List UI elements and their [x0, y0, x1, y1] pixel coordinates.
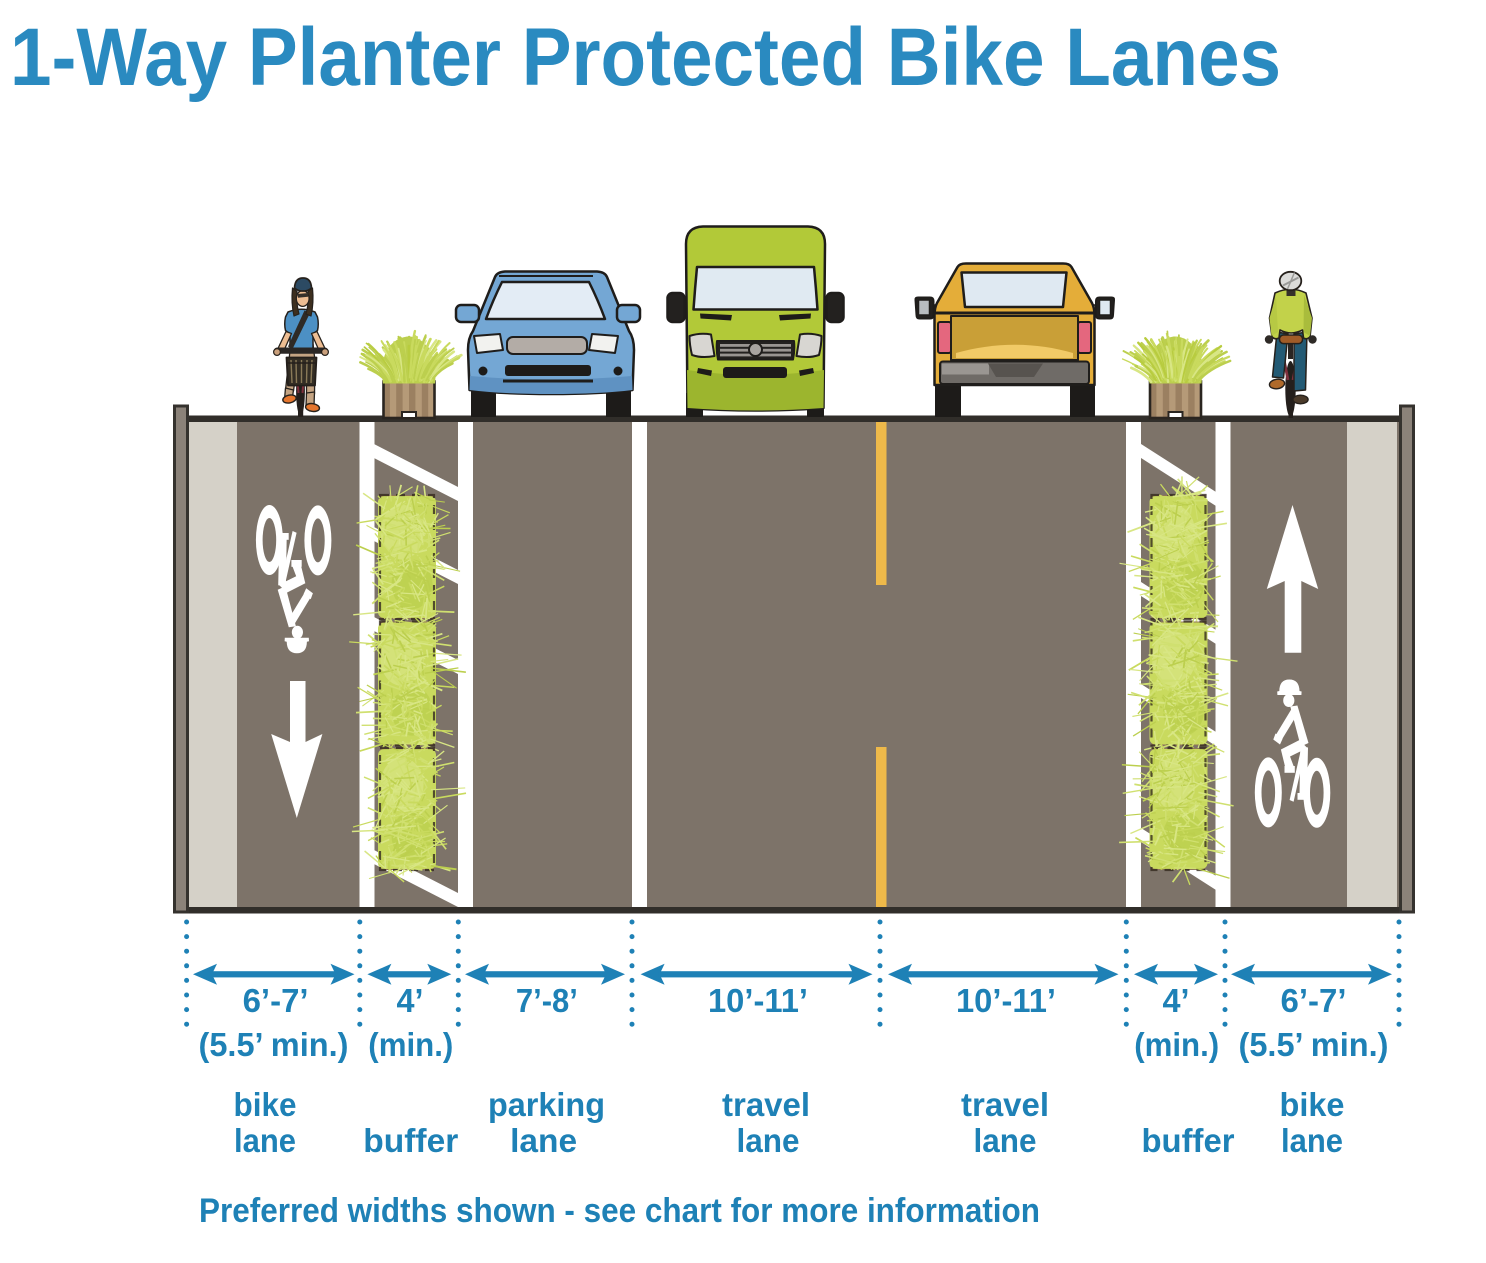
svg-text:(5.5’ min.): (5.5’ min.) [1239, 1026, 1389, 1063]
svg-text:buffer: buffer [363, 1122, 458, 1159]
svg-text:4’: 4’ [1163, 982, 1190, 1019]
svg-text:(5.5’ min.): (5.5’ min.) [199, 1026, 349, 1063]
svg-text:Preferred widths shown - see c: Preferred widths shown - see chart for m… [199, 1192, 1040, 1230]
svg-text:4’: 4’ [397, 982, 424, 1019]
svg-text:(min.): (min.) [1134, 1026, 1219, 1063]
svg-text:10’-11’: 10’-11’ [956, 982, 1056, 1019]
svg-text:7’-8’: 7’-8’ [516, 982, 578, 1019]
svg-text:lane: lane [974, 1122, 1037, 1159]
svg-text:lane: lane [234, 1122, 296, 1159]
svg-text:travel: travel [722, 1086, 810, 1123]
svg-text:parking: parking [488, 1086, 605, 1123]
svg-text:1-Way Planter Protected Bike L: 1-Way Planter Protected Bike Lanes [10, 12, 1281, 103]
svg-text:lane: lane [510, 1122, 577, 1159]
svg-text:(min.): (min.) [368, 1026, 453, 1063]
svg-text:6’-7’: 6’-7’ [1281, 982, 1347, 1019]
svg-text:bike: bike [1280, 1086, 1345, 1123]
svg-text:travel: travel [961, 1086, 1049, 1123]
svg-text:lane: lane [1281, 1122, 1343, 1159]
svg-text:lane: lane [737, 1122, 800, 1159]
svg-text:buffer: buffer [1142, 1122, 1235, 1159]
svg-text:10’-11’: 10’-11’ [708, 982, 808, 1019]
svg-text:bike: bike [234, 1086, 297, 1123]
svg-text:6’-7’: 6’-7’ [243, 982, 309, 1019]
